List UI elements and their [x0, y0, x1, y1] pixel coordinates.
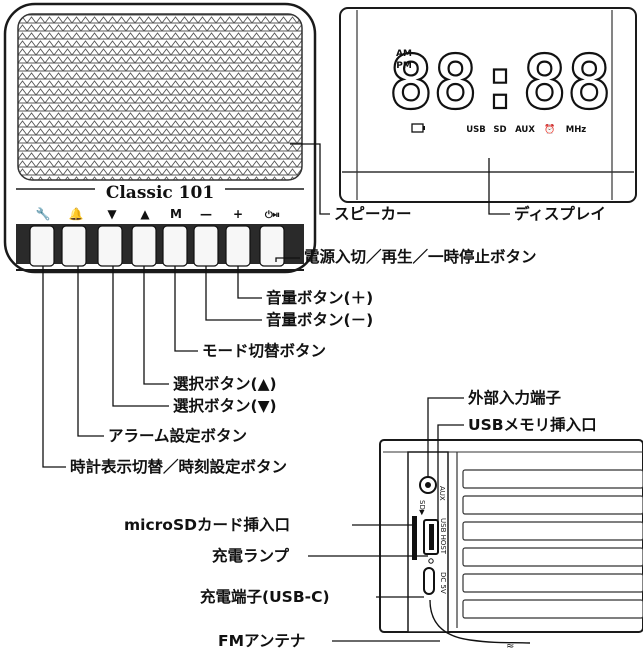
label-alarm-button: アラーム設定ボタン: [108, 427, 248, 445]
aux-in-leader: [427, 397, 464, 477]
select-up-leader: [143, 266, 169, 385]
mode-button[interactable]: [162, 225, 188, 267]
down-symbol: ▼: [107, 207, 117, 221]
sd-indicator: SD: [493, 125, 506, 135]
clock-set-button[interactable]: [29, 225, 55, 267]
label-usb-port: USBメモリ挿入口: [468, 416, 597, 434]
label-volume-up: 音量ボタン(＋): [266, 289, 374, 307]
button-symbols: 🔧 🔔 ▼ ▲ M — + ⏻⏯: [36, 206, 280, 221]
label-speaker: スピーカー: [334, 205, 412, 223]
usb-indicator: USB: [466, 125, 486, 135]
mode-symbol: M: [170, 207, 182, 221]
speaker-leader: [290, 143, 330, 215]
power-leader: [275, 257, 300, 262]
volume-down-button[interactable]: [193, 225, 219, 267]
speaker-grille: [17, 13, 303, 181]
select-down-button[interactable]: [97, 225, 123, 267]
usb-c-port[interactable]: [423, 567, 435, 595]
label-select-up: 選択ボタン(▲): [173, 375, 277, 393]
alarm-clock-icon: ⏰: [544, 123, 555, 135]
pm-indicator: PM: [396, 61, 412, 71]
label-clock-button: 時計表示切替／時刻設定ボタン: [70, 458, 288, 476]
display-leader: [488, 158, 510, 215]
bell-icon: 🔔: [69, 207, 84, 221]
charge-lamp: [428, 558, 434, 564]
label-microsd: microSDカード挿入口: [124, 516, 290, 534]
alarm-set-button[interactable]: [61, 225, 87, 267]
power-play-pause-icon: ⏻⏯: [265, 209, 280, 221]
select-down-leader: [112, 266, 169, 407]
battery-icon-tip: [423, 126, 425, 130]
side-sd-label: SD▶: [418, 500, 426, 516]
usb-port-leader: [437, 424, 464, 522]
am-indicator: AM: [396, 49, 412, 59]
label-display: ディスプレイ: [514, 205, 606, 223]
label-volume-down: 音量ボタン(－): [266, 311, 374, 329]
aux-jack-inner: [425, 482, 431, 488]
plus-symbol: +: [233, 207, 243, 221]
label-charge-lamp: 充電ランプ: [212, 547, 290, 565]
side-usb-host-label: USB HOST: [439, 518, 447, 555]
label-charge-port: 充電端子(USB-C): [200, 588, 330, 606]
usb-port-tongue: [429, 524, 434, 550]
vol-up-leader: [237, 266, 262, 299]
fm-antenna-wire: [429, 599, 531, 644]
product-name: Classic 101: [106, 183, 214, 203]
label-select-down: 選択ボタン(▼): [173, 397, 277, 415]
minus-symbol: —: [200, 207, 212, 221]
display-body: [339, 7, 637, 203]
alarm-leader: [77, 266, 104, 437]
antenna-break-icon: ≈: [506, 641, 514, 652]
label-aux-in: 外部入力端子: [468, 389, 562, 407]
label-fm-antenna: FMアンテナ: [218, 632, 306, 650]
side-dc-label: DC 5V: [439, 572, 447, 594]
volume-up-button[interactable]: [225, 225, 251, 267]
button-strip: [16, 224, 304, 271]
vol-down-leader: [205, 266, 262, 321]
clock-leader: [42, 266, 66, 468]
vent-slots: [462, 469, 643, 619]
radio-display-view: AM PM 88:88 USB SD AUX ⏰ MHz: [339, 7, 637, 203]
radio-side-view: AUX SD▶ USB HOST DC 5V ≈: [379, 439, 643, 652]
mhz-indicator: MHz: [566, 125, 587, 135]
up-symbol: ▲: [140, 207, 150, 221]
select-up-button[interactable]: [131, 225, 157, 267]
aux-indicator: AUX: [515, 125, 535, 135]
side-aux-label: AUX: [438, 486, 446, 501]
wrench-icon: 🔧: [36, 206, 51, 221]
callout-lines: [42, 143, 510, 642]
label-mode-button: モード切替ボタン: [202, 342, 327, 360]
radio-front-view: Classic 101 🔧 🔔 ▼ ▲ M — + ⏻⏯: [3, 2, 317, 274]
clock-digits: 88:88: [389, 40, 612, 126]
microsd-slot[interactable]: [412, 516, 417, 560]
power-play-button[interactable]: [259, 225, 285, 267]
mode-leader: [174, 266, 198, 352]
label-power-button: 電源入切／再生／一時停止ボタン: [304, 248, 537, 266]
